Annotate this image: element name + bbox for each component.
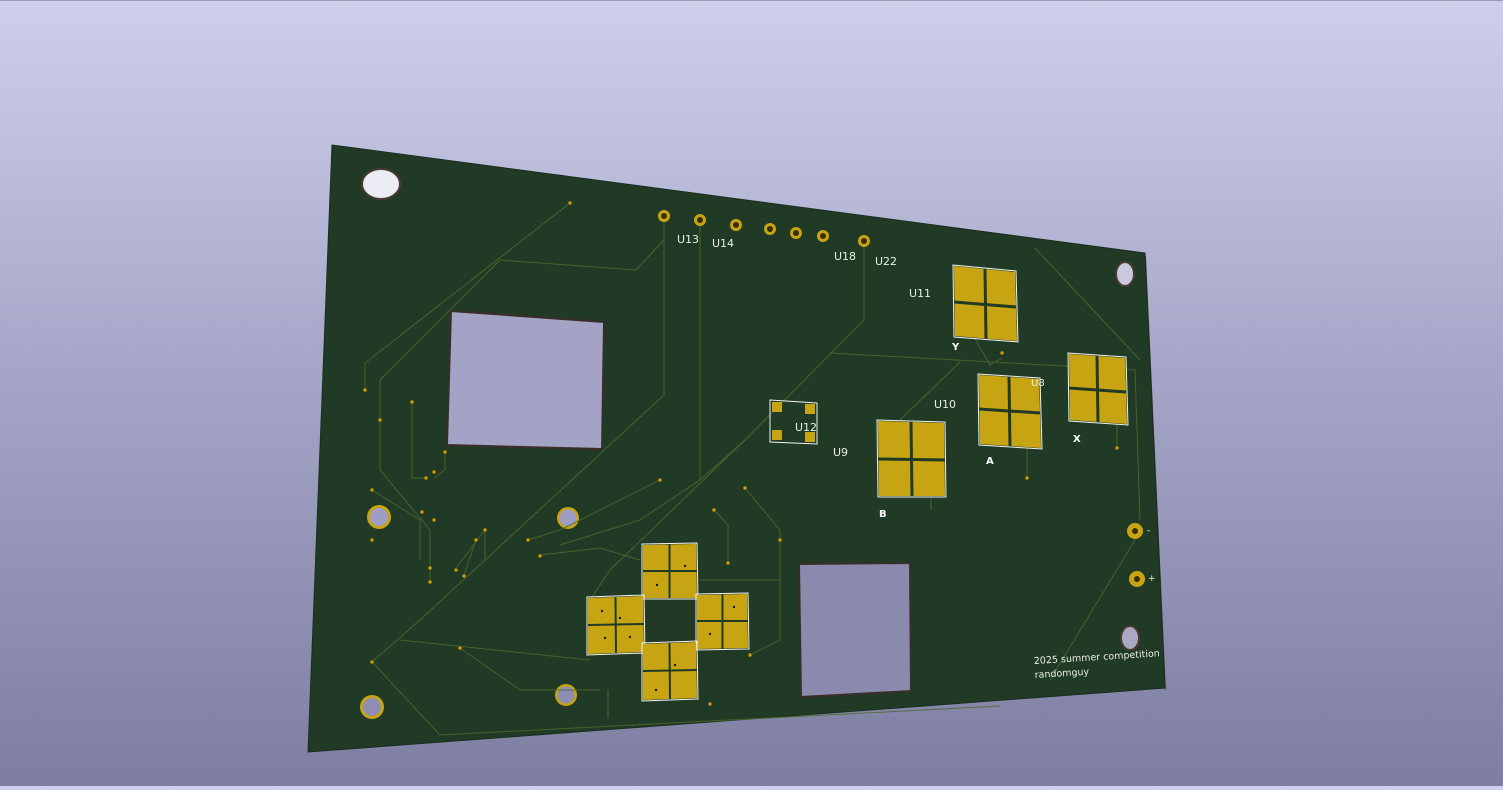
refdes-u14: U14 <box>712 237 734 250</box>
refdes-u18: U18 <box>834 250 856 263</box>
button-a-footprint <box>977 373 1043 450</box>
mounting-hole <box>1120 625 1140 651</box>
refdes-u8: U8 <box>1031 378 1045 389</box>
board-cutout-bottom <box>797 561 913 699</box>
refdes-u11: U11 <box>909 287 931 300</box>
refdes-u10: U10 <box>934 398 956 411</box>
plated-holes <box>360 505 579 719</box>
button-label-b: B <box>879 509 887 520</box>
vias <box>362 200 1120 707</box>
refdes-u9: U9 <box>833 446 848 459</box>
refdes-u13: U13 <box>677 233 699 246</box>
window-top-border <box>0 0 1503 1</box>
mounting-hole <box>1115 261 1135 287</box>
button-label-x: X <box>1073 434 1081 445</box>
power-label-minus: - <box>1147 526 1150 536</box>
dpad-footprint <box>586 542 750 702</box>
copper-traces <box>364 202 1141 736</box>
header-pins <box>658 210 870 247</box>
power-label-plus: + <box>1148 574 1156 584</box>
power-pads <box>1127 523 1145 587</box>
board-cutout-top-left <box>445 309 606 451</box>
button-x-footprint <box>1067 352 1129 426</box>
button-y-footprint <box>952 264 1019 343</box>
mounting-hole <box>361 168 401 200</box>
refdes-u22: U22 <box>875 255 897 268</box>
credit-line-2: randomguy <box>1034 667 1089 681</box>
refdes-u12: U12 <box>795 421 817 434</box>
button-label-y: Y <box>951 342 960 353</box>
button-b-footprint <box>876 419 947 498</box>
u12-footprint <box>769 399 818 445</box>
button-label-a: A <box>986 456 994 467</box>
